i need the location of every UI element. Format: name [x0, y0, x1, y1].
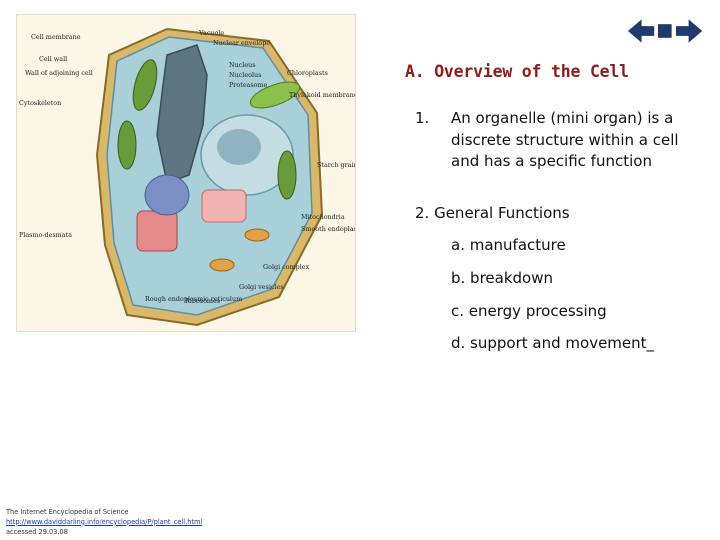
label-cell-wall: Cell wall [39, 55, 67, 63]
square-icon[interactable] [658, 24, 672, 38]
label-nucleolus: Nucleolus [229, 71, 261, 79]
label-nuclear-envelope: Nuclear envelope [213, 39, 270, 47]
nucleolus [217, 129, 261, 165]
label-starch: Starch grains [317, 161, 355, 169]
chloroplast [117, 120, 137, 170]
label-proteasome: Proteasome [229, 81, 268, 89]
label-plasmodesmata: Plasmo-desmata [19, 231, 72, 239]
point-1: 1. An organelle (mini organ) is a discre… [415, 108, 695, 173]
list-item: d. support and movement_ [451, 334, 655, 352]
label-rough-er: Rough endoplasmic reticulum [145, 295, 242, 303]
arrow-right-icon[interactable] [675, 16, 704, 46]
slide-title: A. Overview of the Cell [405, 62, 629, 81]
citation-source: The Internet Encyclopedia of Science [6, 508, 129, 516]
citation-link[interactable]: http://www.daviddarling.info/encyclopedi… [6, 517, 203, 526]
chloroplast [249, 81, 301, 109]
label-vacuole: Vacuole [198, 29, 224, 37]
mitochondrion [244, 228, 270, 242]
citation-accessed: accessed 29.03.08 [6, 527, 68, 536]
arrow-left-icon[interactable] [626, 16, 655, 46]
label-wall-adjoining: Wall of adjoining cell [25, 69, 93, 77]
label-thylakoid: Thylakoid membranes [289, 91, 355, 99]
label-smooth-er: Smooth endoplasmic reticulum [301, 225, 355, 233]
mitochondrion [209, 258, 235, 272]
label-ribosomes: Ribosomes [185, 297, 220, 305]
plant-cell-diagram: Cell membrane Cell wall Wall of adjoinin… [16, 14, 356, 332]
list-item: b. breakdown [451, 269, 553, 287]
vacuole [156, 44, 208, 185]
label-chloroplasts: Chloroplasts [287, 69, 328, 77]
plant-cell-illustration: Cell membrane Cell wall Wall of adjoinin… [19, 27, 355, 327]
chloroplast [277, 150, 297, 200]
chloroplast [132, 59, 158, 111]
smooth-er [201, 189, 247, 223]
cytoskeleton-region [144, 174, 190, 216]
label-cell-membrane: Cell membrane [31, 33, 81, 41]
list-item: c. energy processing [451, 302, 607, 320]
point-1-text: An organelle (mini organ) is a discrete … [451, 109, 679, 170]
label-golgi-vesicles: Golgi vesicles [239, 283, 284, 291]
label-cytoskeleton: Cytoskeleton [19, 99, 61, 107]
point-1-number: 1. [415, 109, 430, 127]
list-item: a. manufacture [451, 236, 566, 254]
label-golgi-complex: Golgi complex [263, 263, 310, 271]
label-mitochondria: Mitochondria [301, 213, 345, 221]
label-nucleus: Nucleus [229, 61, 256, 69]
citation: The Internet Encyclopedia of Science htt… [6, 508, 226, 537]
point-2: 2. General Functions [415, 204, 570, 222]
slide-navigation [626, 16, 704, 46]
rough-er [136, 210, 178, 252]
